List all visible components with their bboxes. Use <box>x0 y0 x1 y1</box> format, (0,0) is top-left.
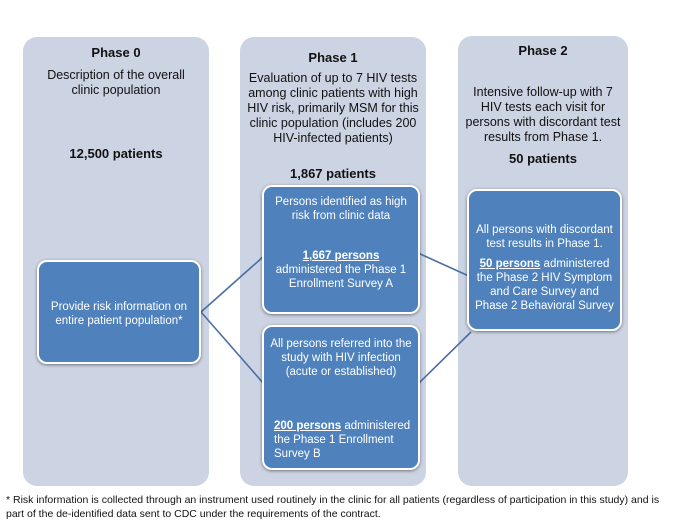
phase1-title: Phase 1 <box>308 50 358 65</box>
phase1-description: Evaluation of up to 7 HIV tests among cl… <box>247 71 419 145</box>
phase2-count: 50 patients <box>509 151 577 166</box>
box-b-rest: administered the Phase 1 Enrollment Surv… <box>274 420 411 460</box>
phase0-risk-box: Provide risk information on entire patie… <box>37 260 201 364</box>
phase2-box-intro: All persons with discordant test results… <box>476 224 613 250</box>
phase2-discordant-box: All persons with discordant test results… <box>467 189 622 331</box>
connector-phase0-to-box-a <box>200 255 265 313</box>
box-a-persons: 1,667 persons <box>302 250 380 262</box>
phase2-description: Intensive follow-up with 7 HIV tests eac… <box>465 85 621 144</box>
phase2-box-rest: administered the Phase 2 HIV Symptom and… <box>475 258 614 312</box>
box-a-intro: Persons identified as high risk from cli… <box>275 196 407 222</box>
phase0-box-text: Provide risk information on entire patie… <box>50 301 188 327</box>
footnote: * Risk information is collected through … <box>6 494 660 520</box>
phase0-description: Description of the overall clinic popula… <box>47 68 185 97</box>
phase1-survey-a-box: Persons identified as high risk from cli… <box>262 185 420 314</box>
connector-box-a-to-phase2 <box>417 252 472 278</box>
connector-box-b-to-phase2 <box>417 331 472 385</box>
box-b-persons: 200 persons <box>274 420 342 432</box>
phase0-title: Phase 0 <box>91 45 141 60</box>
phase0-count: 12,500 patients <box>69 146 163 161</box>
phase2-box-persons: 50 persons <box>479 258 541 270</box>
connector-phase0-to-box-b <box>200 311 265 385</box>
phase1-count: 1,867 patients <box>290 166 376 181</box>
box-b-intro: All persons referred into the study with… <box>270 338 412 378</box>
phase2-title: Phase 2 <box>518 43 568 58</box>
box-a-rest: administered the Phase 1 Enrollment Surv… <box>275 264 407 290</box>
phase1-survey-b-box: All persons referred into the study with… <box>262 325 420 470</box>
